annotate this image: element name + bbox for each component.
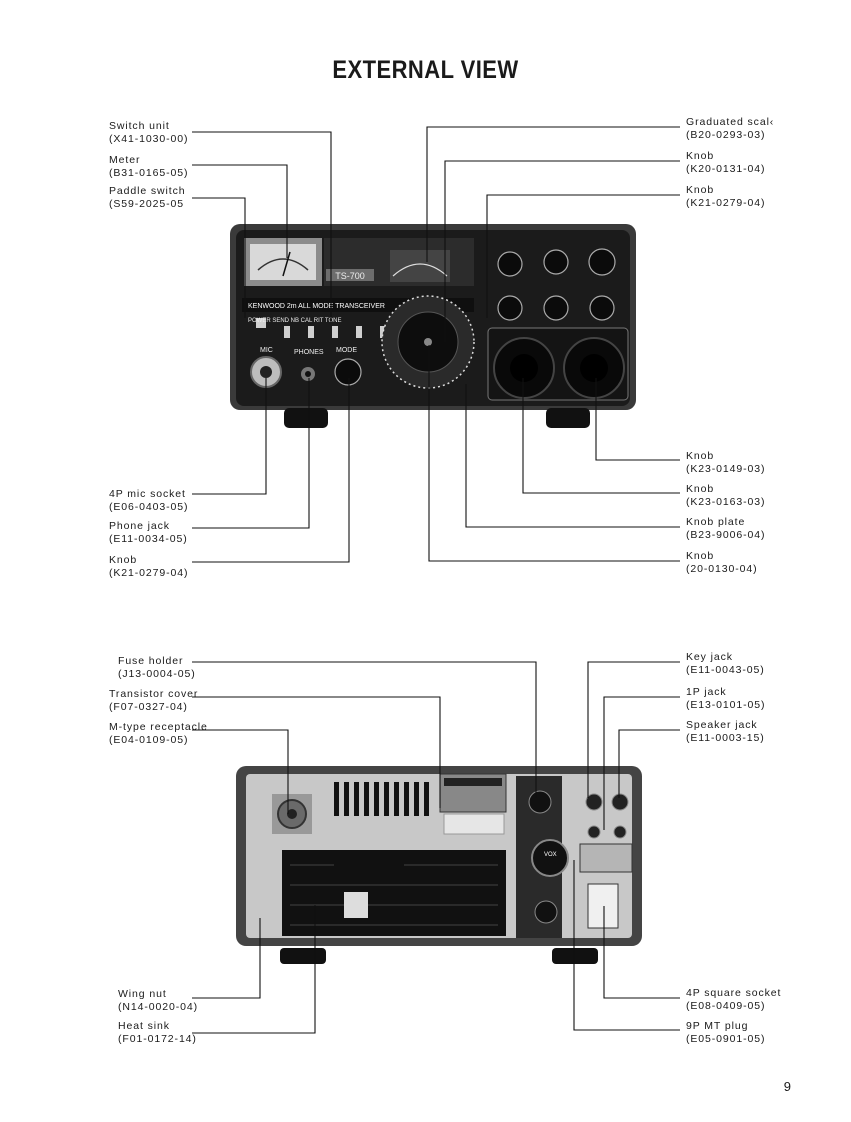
label-speaker-jack: Speaker jack(E11-0003-15): [686, 719, 765, 744]
svg-text:MODE: MODE: [336, 347, 357, 354]
label-knob-k20: Knob(K20-0131-04): [686, 150, 766, 175]
label-knob-k21: Knob(K21-0279-04): [686, 184, 766, 209]
svg-text:MIC: MIC: [260, 347, 273, 354]
label-paddle-switch: Paddle switch(S59-2025-05: [109, 185, 186, 210]
label-4p-square-socket: 4P square socket(E08-0409-05): [686, 987, 782, 1012]
svg-text:VOX: VOX: [544, 852, 557, 858]
label-knob-20-0130: Knob(20-0130-04): [686, 550, 758, 575]
label-9p-mt-plug: 9P MT plug(E05-0901-05): [686, 1020, 766, 1045]
label-switch-unit: Switch unit(X41-1030-00): [109, 120, 189, 145]
page-number: 9: [783, 1079, 791, 1094]
svg-text:KENWOOD 2m ALL MODE TRANSCEIV: KENWOOD 2m ALL MODE TRANSCEIVER: [248, 303, 385, 310]
label-meter: Meter(B31-0165-05): [109, 154, 189, 179]
label-knob-plate: Knob plate(B23-9006-04): [686, 516, 766, 541]
model-badge: TS-700: [335, 271, 365, 281]
label-knob-k23-0163: Knob(K23-0163-03): [686, 483, 766, 508]
label-1p-jack: 1P jack(E13-0101-05): [686, 686, 766, 711]
svg-text:PHONES: PHONES: [294, 349, 324, 356]
label-mode-knob: Knob(K21-0279-04): [109, 554, 189, 579]
label-mic-socket: 4P mic socket(E06-0403-05): [109, 488, 189, 513]
label-graduated-scale: Graduated scal‹(B20-0293-03): [686, 116, 775, 141]
label-phone-jack: Phone jack(E11-0034-05): [109, 520, 188, 545]
rear-panel-illustration: VOX: [236, 766, 642, 964]
front-panel-illustration: TS-700 KENWOOD 2m ALL MODE TRANSCEIVER P…: [230, 224, 636, 428]
label-fuse-holder: Fuse holder(J13-0004-05): [118, 655, 196, 680]
label-wing-nut: Wing nut(N14-0020-04): [118, 988, 198, 1013]
svg-text:POWER SEND NB CAL RIT TONE: POWER SEND NB CAL RIT TONE: [248, 318, 341, 324]
label-key-jack: Key jack(E11-0043-05): [686, 651, 765, 676]
label-transistor-cover: Transistor cover(F07-0327-04): [109, 688, 199, 713]
label-knob-k23-0149: Knob(K23-0149-03): [686, 450, 766, 475]
label-m-type-receptacle: M-type receptacle(E04-0109-05): [109, 721, 208, 746]
page-title: EXTERNAL VIEW: [332, 56, 519, 84]
label-heat-sink: Heat sink(F01-0172-14): [118, 1020, 197, 1045]
